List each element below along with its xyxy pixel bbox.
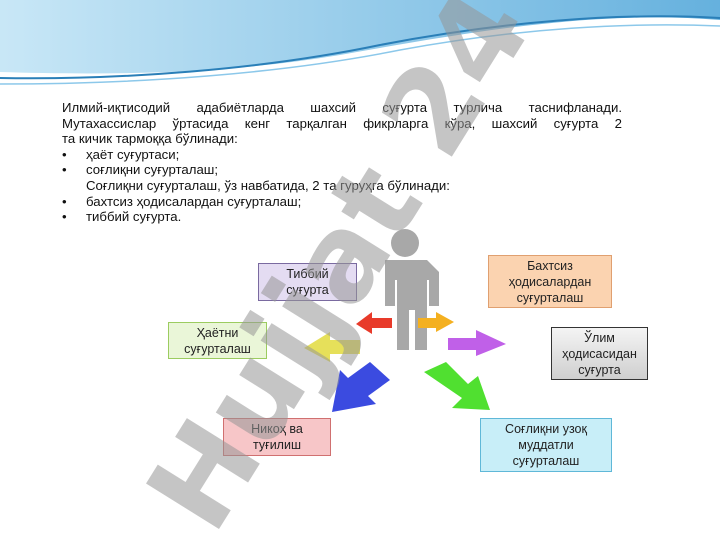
paragraph-line: та кичик тармоққа бўлинади: xyxy=(62,131,238,147)
death-insurance-box: Ўлим ҳодисасидан суғурта xyxy=(551,327,648,380)
arrow-purple-icon xyxy=(448,330,506,356)
bullet-item: тиббий суғурта. xyxy=(62,209,622,225)
medical-insurance-box: Тиббий суғурта xyxy=(258,263,357,301)
arrow-blue-icon xyxy=(332,362,390,412)
paragraph-line: Мутахассислар ўртасида кенг тарқалган фи… xyxy=(62,115,622,131)
paragraph-line: Илмий-иқтисодий адабиётларда шахсий суғу… xyxy=(62,100,622,115)
arrow-green-icon xyxy=(424,362,490,410)
accident-insurance-box: Бахтсиз ҳодисалардан суғурталаш xyxy=(488,255,612,308)
arrow-orange-icon xyxy=(418,312,454,332)
box-label: Бахтсиз ҳодисалардан суғурталаш xyxy=(508,258,592,305)
main-text: Илмий-иқтисодий адабиётларда шахсий суғу… xyxy=(62,100,622,225)
marriage-birth-box: Никоҳ ва туғилиш xyxy=(223,418,331,456)
box-label: Ҳаётни суғурталаш xyxy=(184,325,251,356)
bullet-item: соғлиқни суғурталаш; xyxy=(62,162,622,178)
subnote: Соғлиқни суғурталаш, ўз навбатида, 2 та … xyxy=(86,177,450,193)
arrow-red-icon xyxy=(356,312,392,334)
diagram-figure xyxy=(304,229,506,412)
bullet-item: ҳаёт суғуртаси; xyxy=(62,147,622,163)
box-label: Никоҳ ва туғилиш xyxy=(251,422,303,452)
box-label: Соғлиқни узоқ муддатли суғурталаш xyxy=(505,422,587,468)
bullet-item: бахтсиз ҳодисалардан суғурталаш; xyxy=(62,194,622,210)
box-label: Тиббий суғурта xyxy=(286,267,329,297)
header-wave-decoration xyxy=(0,0,720,85)
longterm-health-box: Соғлиқни узоқ муддатли суғурталаш xyxy=(480,418,612,472)
life-insurance-box: Ҳаётни суғурталаш xyxy=(168,322,267,359)
arrow-yellow-icon xyxy=(304,332,360,362)
person-figure-icon xyxy=(385,229,439,350)
box-label: Ўлим ҳодисасидан суғурта xyxy=(562,330,637,377)
